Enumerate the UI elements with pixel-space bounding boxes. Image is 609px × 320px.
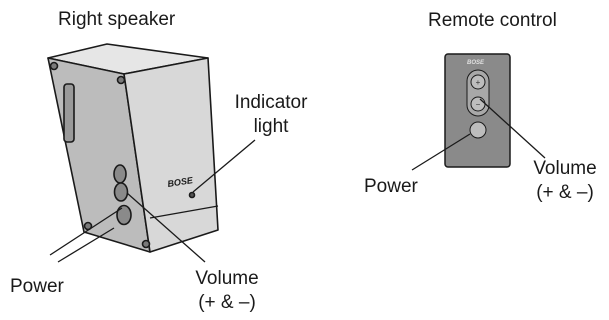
remote-minus-glyph: − (476, 100, 481, 109)
remote-plus-glyph: + (476, 78, 481, 87)
leader-indicator (192, 139, 256, 193)
speaker-front-panel-line (149, 205, 219, 219)
leader-remote-volume (479, 98, 546, 159)
leader-power-2 (49, 207, 123, 256)
indicator-label-line2: light (253, 116, 289, 137)
leader-power-1 (57, 227, 115, 263)
remote-power-button (469, 121, 487, 139)
remote-power-label: Power (364, 176, 418, 197)
indicator-light (188, 191, 196, 199)
leader-remote-power (411, 133, 471, 171)
leader-volume (126, 192, 206, 263)
screw (116, 75, 126, 85)
remote-volume-label-line1: Volume (533, 158, 597, 179)
remote-volume-label-line2: (+ & –) (536, 182, 594, 203)
speaker-volume-up-button (113, 164, 127, 184)
speaker-power-label: Power (10, 276, 64, 297)
remote-title: Remote control (428, 10, 557, 31)
speaker-power-button (116, 204, 132, 226)
speaker-front-face (123, 57, 219, 253)
remote-volume-up-button (470, 74, 486, 90)
remote-brand-logo: BOSE (467, 60, 485, 66)
screw (49, 61, 59, 71)
speaker-port-slot (63, 83, 75, 143)
screw (141, 239, 151, 249)
speaker-title: Right speaker (58, 9, 176, 30)
remote-control (411, 53, 546, 171)
right-speaker (47, 43, 256, 263)
speaker-brand-logo: BOSE (167, 175, 195, 189)
indicator-label-line1: Indicator (234, 92, 308, 113)
speaker-volume-label-line2: (+ & –) (198, 292, 256, 313)
speaker-volume-label-line1: Volume (195, 268, 259, 289)
speaker-volume-down-button (113, 182, 129, 202)
